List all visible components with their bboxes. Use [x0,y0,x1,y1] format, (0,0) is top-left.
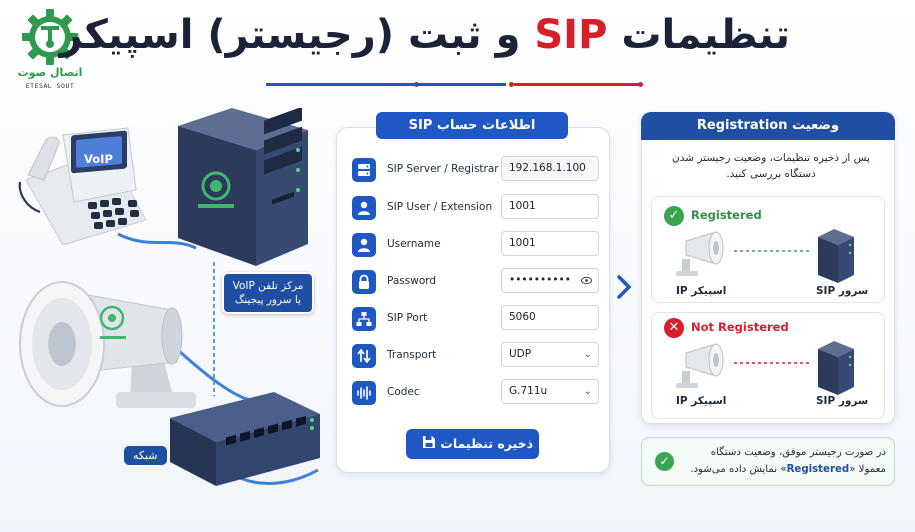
gear-logo-icon [22,9,78,65]
transport-select[interactable]: UDP ⌄ [501,342,599,367]
not-registered-status-box: ✕ Not Registered اسپیکر IP سرور SIP [651,312,885,419]
field-row-codec: Codec G.711u ⌄ [352,379,602,407]
note-registered-word: Registered [786,464,850,475]
note-line-1: در صورت رجیستر موفق، وضعیت دستگاه [710,447,886,458]
registered-status-box: ✓ Registered اسپیکر IP سرور SIP [651,196,885,303]
horn-speaker [12,262,202,426]
password-input[interactable]: •••••••••• [501,268,599,293]
field-label: SIP User / Extension [387,201,493,213]
ip-speaker-label: اسپیکر IP [676,285,727,297]
network-label: شبکه [124,446,167,465]
user-icon [352,196,376,220]
network-switch [164,388,324,492]
lock-icon [352,270,376,294]
sip-server-label: سرور SIP [816,395,869,407]
network-icon [352,307,376,331]
chevron-right-icon [616,272,632,310]
eye-icon[interactable] [581,269,592,301]
title-part1: تنظیمات [621,12,790,58]
registration-description: پس از ذخیره تنظیمات، وضعیت رجیستر شدن دس… [672,152,870,180]
field-label: SIP Port [387,312,428,324]
logo-text-en: ETESAL SOUT [25,82,75,90]
audio-wave-icon [352,381,376,405]
not-registered-status-text: Not Registered [691,320,789,334]
network-cables [117,232,319,485]
sip-panel-title: اطلاعات حساب SIP [376,112,568,139]
logo-text-fa: اتصال صوت [17,66,83,79]
save-settings-button[interactable]: ذخیره تنظیمات [406,429,539,459]
check-circle-icon: ✓ [655,452,674,471]
pbx-server [172,106,312,272]
check-circle-icon: ✓ [664,206,684,226]
page-title: تنظیمات SIP و ثبت (رجیستر) اسپیکر [60,12,790,58]
user-icon [352,233,376,257]
field-row-password: Password •••••••••• [352,268,602,296]
chevron-down-icon: ⌄ [583,386,592,397]
registered-diagram [676,229,854,283]
sip-server-input[interactable]: 192.168.1.100 [501,156,599,181]
server-icon [352,158,376,182]
sip-server-label: سرور SIP [816,285,869,297]
field-label: Codec [387,386,420,398]
chevron-down-icon: ⌄ [583,349,592,360]
phone-screen-text: VoIP [84,152,113,166]
codec-select[interactable]: G.711u ⌄ [501,379,599,404]
x-circle-icon: ✕ [664,318,684,338]
note-line-2-pre: معمولا « [849,464,886,475]
voip-server-label: مرکز تلفن VoIP یا سرور پیجینگ [222,272,314,314]
field-row-username: Username 1001 [352,231,602,259]
voip-phone: VoIP [18,120,148,249]
sip-user-input[interactable]: 1001 [501,194,599,219]
field-row-sip-server: SIP Server / Registrar 192.168.1.100 [352,156,602,184]
success-note-text: در صورت رجیستر موفق، وضعیت دستگاه معمولا… [676,444,886,478]
floppy-disk-icon [422,430,436,460]
success-note-box [641,437,895,486]
note-line-2-post: » نمایش داده می‌شود. [690,464,787,475]
field-row-sip-port: SIP Port 5060 [352,305,602,333]
save-button-label: ذخیره تنظیمات [440,436,534,451]
company-logo: اتصال صوت ETESAL SOUT [14,8,86,106]
codec-value: G.711u [509,385,548,397]
transport-arrows-icon [352,344,376,368]
field-row-transport: Transport UDP ⌄ [352,342,602,370]
title-underline [266,82,643,87]
title-sip: SIP [534,12,608,58]
password-mask: •••••••••• [509,274,571,286]
not-registered-diagram [676,341,854,395]
username-input[interactable]: 1001 [501,231,599,256]
field-label: Username [387,238,441,250]
ip-speaker-label: اسپیکر IP [676,395,727,407]
title-part2: و ثبت (رجیستر) اسپیکر [59,12,521,58]
registered-status-text: Registered [691,208,762,222]
field-label: Password [387,275,437,287]
transport-value: UDP [509,348,532,360]
field-label: SIP Server / Registrar [387,163,499,175]
sip-port-input[interactable]: 5060 [501,305,599,330]
registration-panel-title: وضعیت Registration [641,112,895,140]
sip-account-panel [336,127,610,473]
field-label: Transport [387,349,437,361]
note-line-2: معمولا «Registered» نمایش داده می‌شود. [676,461,886,478]
field-row-sip-user: SIP User / Extension 1001 [352,194,602,222]
